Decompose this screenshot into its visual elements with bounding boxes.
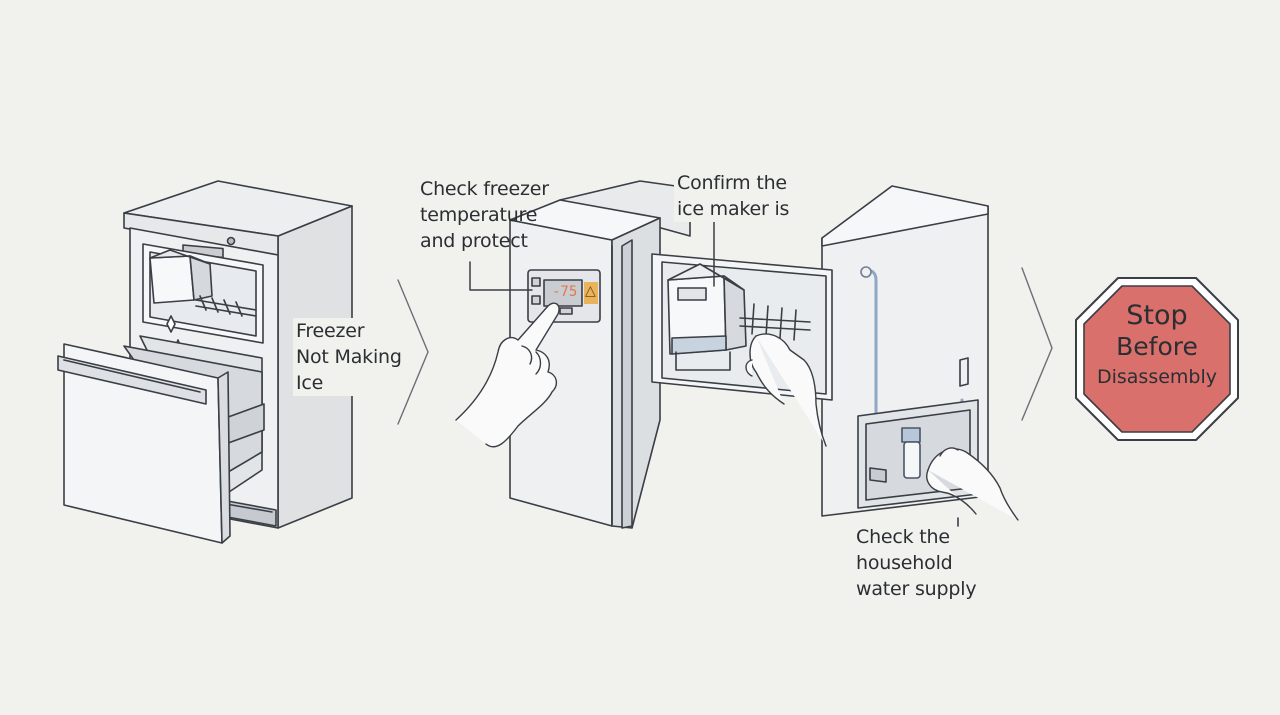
hand-icon [745, 333, 827, 447]
stop-sign-line2: Before [1116, 332, 1198, 361]
freezer-open-drawer [57, 180, 353, 544]
chevron-right-icon [397, 279, 429, 425]
label-confirm-ice-maker: Confirm the ice maker is [674, 170, 793, 222]
stop-sign-line3: Disassembly [1096, 366, 1218, 388]
hand-icon [455, 302, 560, 448]
label-check-water-supply: Check the household water supply [856, 526, 977, 600]
stop-sign-line1: Stop [1126, 300, 1188, 331]
refrigerator-display [509, 180, 691, 529]
stop-sign-text: Stop Before Disassembly [1084, 300, 1230, 392]
hand-icon [926, 447, 1019, 521]
warning-icon: △ [585, 283, 596, 299]
label-freezer-not-making-ice: Freezer Not Making Ice [293, 318, 405, 396]
water-filter-icon [901, 427, 921, 479]
chevron-right-icon [1021, 267, 1053, 421]
temperature-readout: -75 [552, 284, 578, 300]
label-check-freezer-temperature: Check freezer temperature and protect [420, 178, 549, 252]
octagon-stop-icon [1075, 277, 1239, 441]
